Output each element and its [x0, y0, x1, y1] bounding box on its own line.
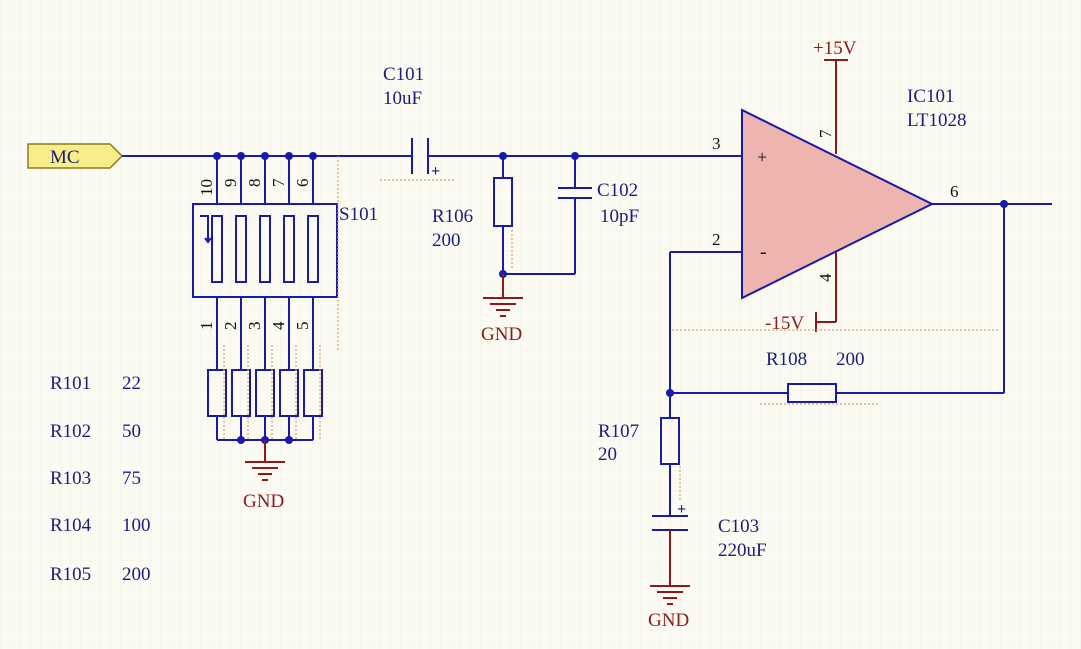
r106-value: 200: [432, 230, 461, 251]
power-vpos: +15V: [813, 38, 857, 154]
s101-pin-6: 6: [293, 179, 312, 188]
r107-value: 20: [598, 444, 617, 465]
gnd-label-r106: GND: [481, 324, 522, 345]
s101-pin-3: 3: [245, 322, 264, 331]
table-r104-value: 100: [122, 515, 151, 536]
c103-designator: C103: [718, 516, 759, 537]
r108-value: 200: [836, 349, 865, 370]
resistor-table: R101 22 R102 50 R103 75 R104 100 R105 20…: [50, 373, 151, 585]
r108-designator: R108: [766, 349, 807, 370]
s101-pin-5: 5: [293, 322, 312, 331]
gnd-symbol-bank: GND: [243, 461, 285, 512]
capacitor-c101[interactable]: + C101 10uF: [383, 64, 440, 180]
s101-pin-1: 1: [197, 322, 216, 331]
s101-pin-2: 2: [221, 322, 240, 331]
c103-polarity: +: [677, 501, 686, 518]
ic101-pin-4: 4: [816, 273, 835, 282]
resistor-bank[interactable]: [207, 369, 323, 462]
noninv-sign: +: [757, 147, 767, 167]
gnd-label-bank: GND: [243, 491, 284, 512]
table-r101-designator: R101: [50, 373, 91, 394]
ic101-pin-2: 2: [712, 230, 721, 249]
capacitor-c102[interactable]: C102 10pF: [558, 156, 639, 274]
ic101-designator: IC101: [907, 86, 955, 107]
s101-designator: S101: [339, 204, 378, 225]
table-r103-value: 75: [122, 468, 141, 489]
vneg-label: -15V: [765, 313, 804, 334]
c102-value: 10pF: [600, 206, 639, 227]
netport-mc[interactable]: MC: [27, 143, 124, 169]
power-vneg: -15V: [765, 252, 837, 334]
capacitor-c103[interactable]: + C103 220uF: [652, 501, 767, 586]
resistor-r107[interactable]: R107 20: [598, 417, 680, 516]
feedback-network: [666, 200, 1052, 418]
s101-pin-10: 10: [197, 179, 216, 196]
gnd-symbol-c103: GND: [648, 585, 690, 631]
dip-switch-s101[interactable]: S101 10 9 8 7 6 1 2 3 4 5: [192, 156, 378, 370]
opamp-ic101[interactable]: + - 3 2 6 7 4 IC101 LT1028: [712, 86, 966, 300]
c102-designator: C102: [597, 180, 638, 201]
s101-pin-7: 7: [269, 178, 288, 187]
gnd-label-c103: GND: [648, 610, 689, 631]
r106-designator: R106: [432, 206, 473, 227]
ic101-pin-3: 3: [712, 134, 721, 153]
vpos-label: +15V: [813, 38, 857, 59]
resistor-r108[interactable]: R108 200: [766, 349, 865, 403]
table-r105-value: 200: [122, 564, 151, 585]
inv-sign: -: [760, 241, 767, 263]
ic101-part: LT1028: [907, 110, 966, 131]
table-r104-designator: R104: [50, 515, 92, 536]
c101-polarity: +: [431, 163, 440, 180]
c101-designator: C101: [383, 64, 424, 85]
table-r102-value: 50: [122, 421, 141, 442]
netport-label: MC: [50, 147, 80, 168]
c103-value: 220uF: [718, 540, 767, 561]
ic101-pin-7: 7: [816, 129, 835, 138]
ic101-pin-6: 6: [950, 182, 959, 201]
r107-designator: R107: [598, 421, 639, 442]
s101-pin-9: 9: [221, 179, 240, 188]
s101-pin-8: 8: [245, 179, 264, 188]
table-r102-designator: R102: [50, 421, 91, 442]
s101-pin-4: 4: [269, 321, 288, 330]
table-r103-designator: R103: [50, 468, 91, 489]
table-r101-value: 22: [122, 373, 141, 394]
erc-markers: [223, 156, 1000, 500]
c101-value: 10uF: [383, 88, 422, 109]
gnd-symbol-r106: GND: [481, 297, 523, 345]
resistor-r106[interactable]: R106 200: [432, 156, 575, 298]
table-r105-designator: R105: [50, 564, 91, 585]
